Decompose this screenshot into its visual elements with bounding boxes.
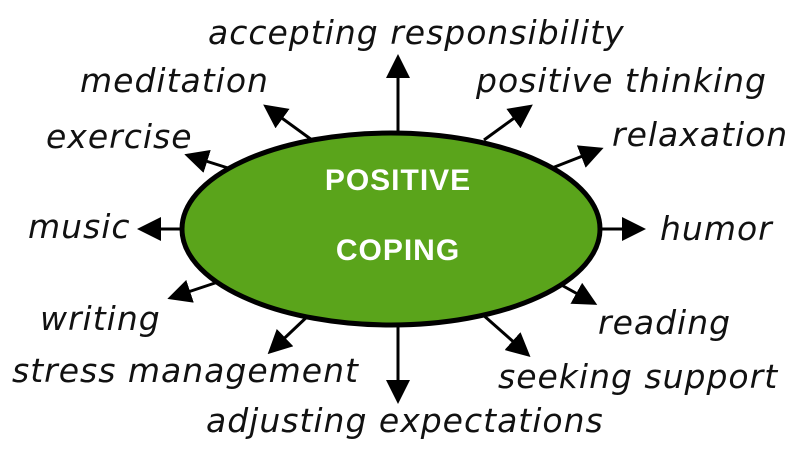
label-meditation: meditation xyxy=(80,61,269,100)
arrow-down-right xyxy=(481,312,531,357)
center-title-line-2: COPING xyxy=(335,234,461,267)
label-accepting-responsibility: accepting responsibility xyxy=(208,13,625,52)
arrow-left-upper xyxy=(184,149,229,173)
label-exercise: exercise xyxy=(46,117,193,156)
label-stress-management: stress management xyxy=(12,351,359,390)
center-ellipse xyxy=(179,130,603,328)
center-title-line-1: POSITIVE xyxy=(324,164,472,197)
label-seeking-support: seeking support xyxy=(498,357,779,396)
arrow-left-lower xyxy=(167,279,219,303)
label-music: music xyxy=(28,207,131,246)
label-positive-thinking: positive thinking xyxy=(476,61,768,100)
arrow-up-right xyxy=(483,104,533,142)
label-relaxation: relaxation xyxy=(612,115,789,154)
arrow-up-left xyxy=(263,104,313,142)
arrow-right-upper xyxy=(551,145,604,170)
label-adjusting-expectations: adjusting expectations xyxy=(206,401,604,440)
arrow-down-left xyxy=(267,312,312,355)
label-reading: reading xyxy=(598,303,732,342)
label-writing: writing xyxy=(40,299,161,338)
label-humor: humor xyxy=(660,209,773,248)
